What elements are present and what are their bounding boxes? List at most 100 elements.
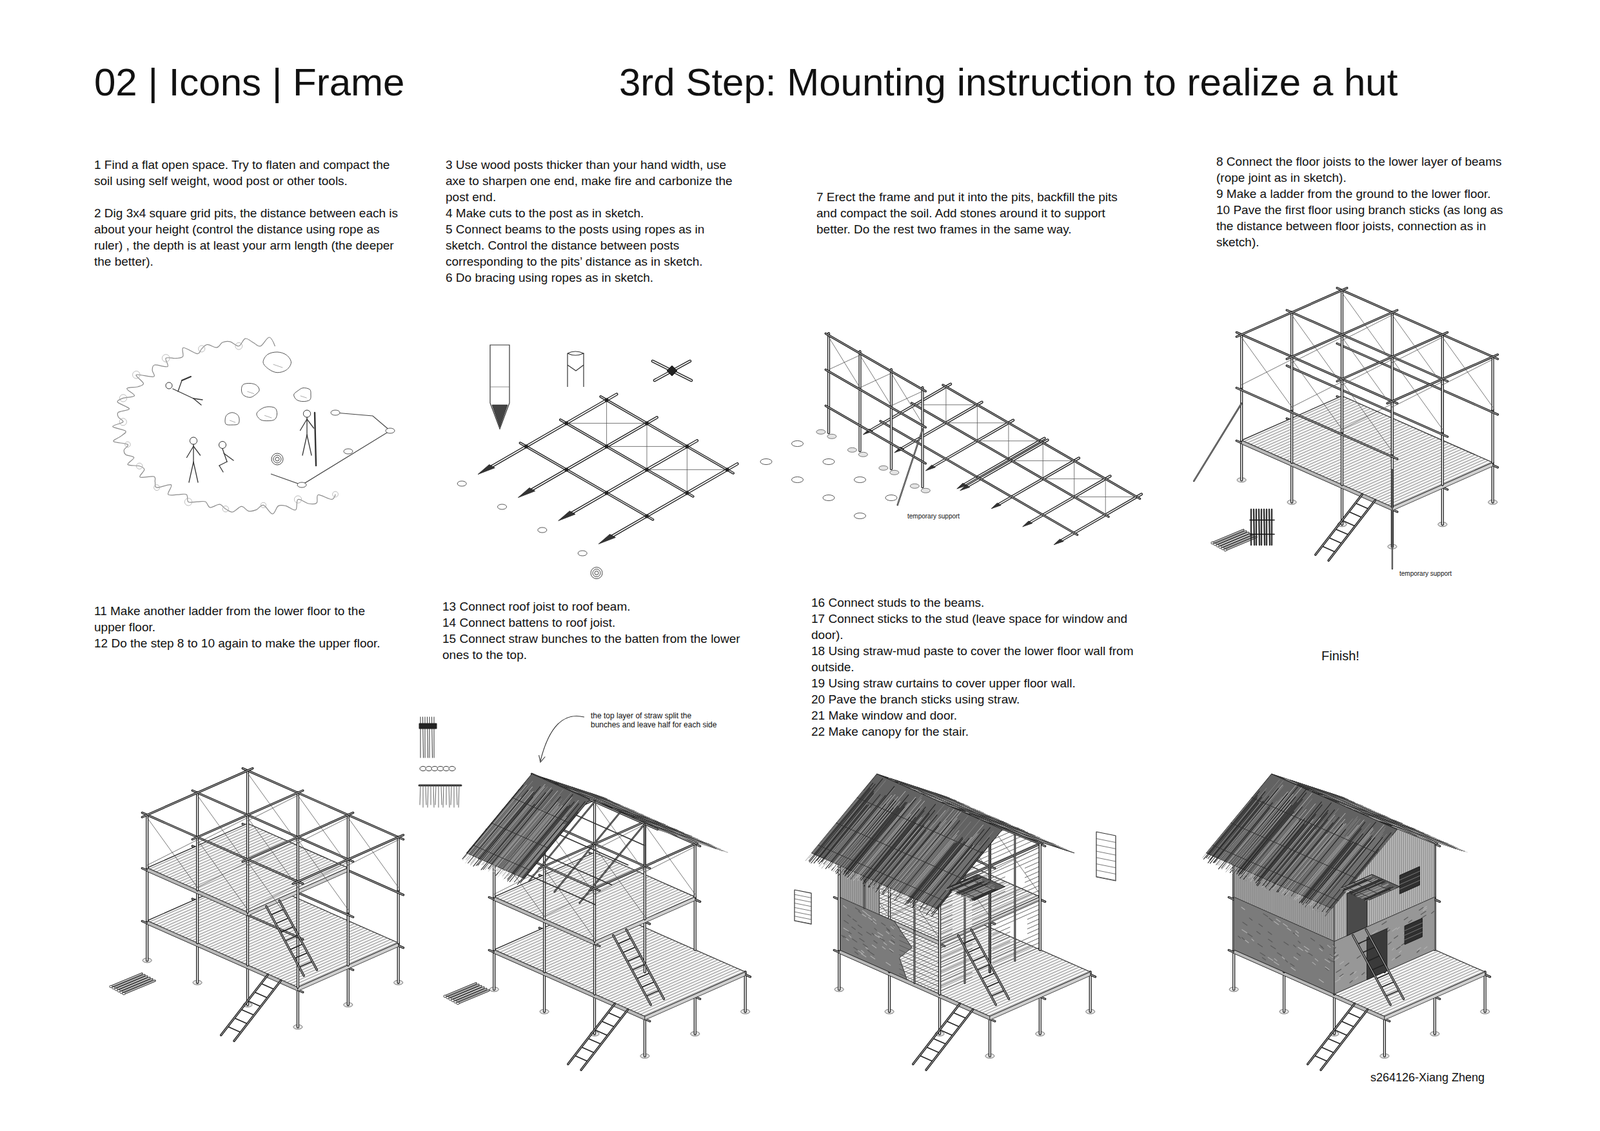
branch-stick <box>250 922 352 967</box>
branch-stick <box>1267 406 1368 452</box>
timber-member <box>1387 354 1498 404</box>
branch-stick <box>1387 460 1489 505</box>
branch-stick <box>621 961 722 1007</box>
straw-strand <box>881 807 950 889</box>
timber-member <box>958 935 996 1006</box>
timber-member <box>1282 971 1286 1012</box>
shrub-scribble <box>161 354 170 363</box>
ladder-rung <box>972 955 986 962</box>
branch-stick <box>617 960 718 1005</box>
timber-member <box>744 971 747 1012</box>
timber-member <box>1441 379 1444 433</box>
ladder-rung <box>275 918 289 925</box>
shrub-scribble <box>332 491 339 498</box>
wall-stick <box>899 940 940 959</box>
mud-texture <box>843 936 847 939</box>
timber-member <box>1240 334 1243 388</box>
mud-texture <box>873 918 876 921</box>
branch-stick <box>1338 439 1440 484</box>
timber-member <box>880 421 981 480</box>
wall-stage <box>794 773 1116 1070</box>
timber-member <box>242 812 353 862</box>
mud-texture <box>844 920 849 925</box>
shrub-scribble <box>184 498 192 506</box>
ladder-rung <box>962 938 976 945</box>
sharpened-tip <box>518 488 536 498</box>
timber-member <box>279 900 317 971</box>
timber-member <box>1089 971 1092 1012</box>
shutter-slat <box>794 920 812 925</box>
timber-member <box>1328 500 1375 562</box>
wall-stick <box>899 949 940 968</box>
rope-joint <box>644 467 649 472</box>
straw-strand <box>908 837 963 904</box>
carbonized-tip <box>492 404 508 427</box>
timber-member <box>989 1016 991 1057</box>
branch-stick <box>1309 426 1410 471</box>
timber-member <box>593 941 596 995</box>
rope-bracing <box>1392 359 1443 429</box>
person-figure <box>306 435 312 456</box>
timber-member <box>888 971 890 1012</box>
timber-member <box>266 906 304 977</box>
pit-mark <box>791 477 804 484</box>
timber-member <box>825 369 926 428</box>
timber-member <box>1236 288 1347 338</box>
wall-stick <box>899 945 940 964</box>
straw-strand <box>912 844 962 905</box>
timber-member <box>1336 343 1498 415</box>
rope-coil <box>275 457 280 462</box>
timber-member <box>926 1009 973 1071</box>
foot-stone <box>847 447 857 453</box>
stick-end <box>1211 541 1214 545</box>
timber-member <box>196 889 198 943</box>
rope-joint <box>604 397 609 402</box>
timber-member <box>1336 332 1448 382</box>
wall-stick <box>939 919 953 926</box>
mud-texture <box>873 921 877 925</box>
timber-member <box>600 396 734 474</box>
person-figure <box>193 398 202 405</box>
branch-stick <box>1384 459 1486 504</box>
branch-stick <box>1289 417 1391 462</box>
ladder-rung <box>254 992 268 999</box>
rope-bracing <box>1342 381 1393 452</box>
timber-member <box>145 920 149 961</box>
branch-stick <box>214 906 316 952</box>
thatch-roof <box>947 874 1006 901</box>
timber-member <box>297 881 299 935</box>
ladder-rung <box>1335 528 1349 535</box>
timber-member <box>572 440 698 513</box>
straw-strand <box>859 817 910 880</box>
rope-bracing <box>348 817 399 888</box>
pit-mark <box>457 481 467 487</box>
timber-member <box>296 987 300 1028</box>
shrub-scribble <box>136 463 143 469</box>
branch-stick <box>519 863 621 909</box>
pit-mark <box>385 428 395 434</box>
straw-strand <box>498 802 558 873</box>
straw-fringe <box>448 785 450 808</box>
timber-member <box>911 403 1012 462</box>
wall-stick <box>992 937 1041 959</box>
rope-joint <box>564 467 569 472</box>
timber-member <box>1286 310 1397 360</box>
branch-stick <box>588 893 689 939</box>
ladder-rung <box>601 1021 615 1028</box>
timber-member <box>1441 432 1444 485</box>
mud-texture <box>874 934 880 938</box>
ladder-rung <box>933 1038 947 1045</box>
stick-bundle <box>1253 509 1255 545</box>
timber-member <box>397 889 400 943</box>
person-figure <box>302 435 307 456</box>
branch-stick <box>532 869 634 914</box>
timber-member <box>838 949 840 990</box>
branch-stick <box>597 951 699 996</box>
shutter-slat <box>1096 870 1116 875</box>
shutter-slat <box>1096 851 1116 856</box>
rope-joint <box>644 421 649 425</box>
mud-texture <box>868 917 873 921</box>
branch-stick <box>195 844 297 890</box>
timber-member <box>543 971 545 1012</box>
shrub-scribble <box>119 394 127 402</box>
